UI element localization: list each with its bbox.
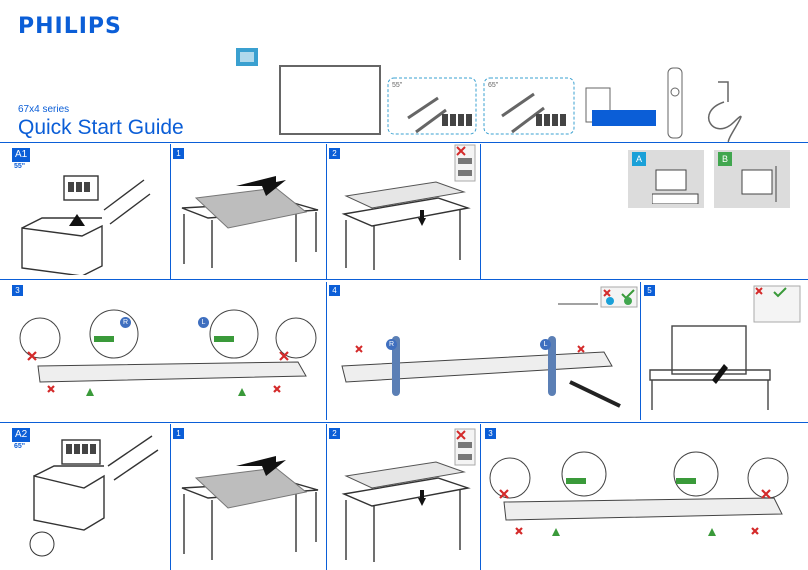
size-55-label: 55" [392,82,403,89]
column-divider [640,282,641,420]
tv-wall-mount-icon [741,166,777,202]
tv-on-stand-icon [652,169,699,204]
tv-upright-step-illustration [649,285,801,410]
attach-stand-step-illustration [19,309,317,396]
section-tag-a1: A1 [12,148,31,162]
box-contents-illustration [236,48,742,143]
page-title: Quick Start Guide [18,116,184,139]
orientation-hint-icons [454,428,476,466]
section-tag-a2: A2 [12,428,31,442]
step-number: 3 [12,285,23,296]
unbox-65-illustration [29,435,159,557]
screw-orientation-hint [600,286,638,308]
variant-b-panel: B [714,150,790,208]
tv-screen-illustration [279,65,381,135]
column-divider [170,424,171,570]
section-divider [0,422,808,423]
remote-illustration [667,67,683,139]
column-divider [326,424,327,570]
section-divider [0,142,808,143]
column-divider [326,144,327,280]
series-label: 67x4 series [18,104,70,115]
variant-a-panel: A [628,150,704,208]
left-side-marker: L [540,339,551,350]
step-number: 3 [485,428,496,439]
cover-table-65-illustration [181,456,319,560]
variant-b-label: B [718,152,732,166]
screw-stand-step-illustration [341,303,621,408]
stand-feet-65-group [483,77,575,135]
tv-unpack-icon [236,48,258,66]
section-size-a1: 55" [14,163,26,170]
manual-illustration [585,87,656,126]
place-tv-facedown-65-illustration [341,461,471,562]
power-cord-illustration [708,81,742,143]
left-side-marker: L [198,317,209,328]
step-number: 1 [173,428,184,439]
step-number: 4 [329,285,340,296]
right-side-marker: R [386,339,397,350]
size-65-label: 65" [488,82,499,89]
attach-stand-65-illustration [489,451,789,536]
stand-feet-55-group [387,77,477,135]
orientation-hint-icons [454,144,476,182]
column-divider [480,144,481,280]
place-tv-facedown-illustration [341,181,471,270]
column-divider [170,144,171,280]
unbox-step-illustration [21,175,151,275]
section-size-a2: 65" [14,443,26,450]
step-number: 2 [329,148,340,159]
step-number: 5 [644,285,655,296]
step-number: 1 [173,148,184,159]
variant-a-label: A [632,152,646,166]
step-number: 2 [329,428,340,439]
section-divider [0,279,808,280]
cover-table-illustration [181,176,319,268]
brand-logo: PHILIPS [18,14,122,39]
column-divider [480,424,481,570]
column-divider [326,282,327,420]
right-side-marker: R [120,317,131,328]
